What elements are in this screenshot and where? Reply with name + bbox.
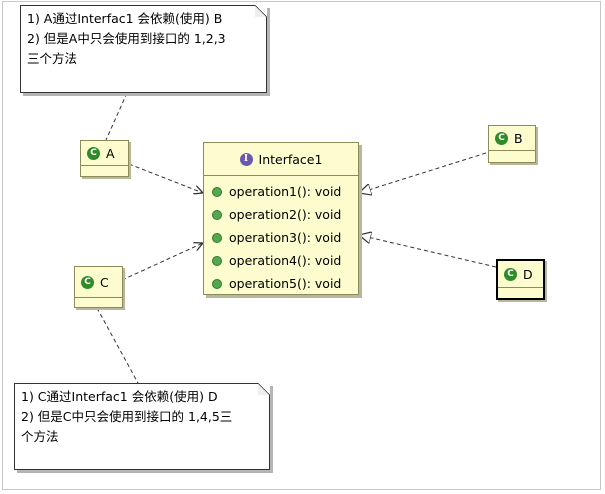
class-c-name: C xyxy=(100,274,109,290)
public-method-icon xyxy=(212,186,222,197)
class-b-header: C B xyxy=(489,126,535,151)
class-d-header: C D xyxy=(498,261,543,288)
operation-list: operation1(): void operation2(): void op… xyxy=(204,176,358,295)
realization-b-interface xyxy=(359,152,487,193)
operation-item[interactable]: operation4(): void xyxy=(204,249,358,272)
note-c-line-3: 个方法 xyxy=(21,429,59,444)
note-a-line-3: 三个方法 xyxy=(27,51,78,66)
class-a-header: C A xyxy=(81,141,128,166)
operation-label: operation4(): void xyxy=(229,253,342,268)
note-fold-icon xyxy=(258,383,270,395)
dependency-c-interface xyxy=(121,243,203,281)
class-a-name: A xyxy=(106,145,115,161)
interface-icon: I xyxy=(239,152,253,166)
note-a-anchor xyxy=(105,92,128,141)
note-c-line-1: 1) C通过Interfac1 会依赖(使用) D xyxy=(21,389,218,404)
note-a: 1) A通过Interfac1 会依赖(使用) B 2) 但是A中只会使用到接口… xyxy=(20,5,267,93)
operation-label: operation3(): void xyxy=(229,230,342,245)
interface-name: Interface1 xyxy=(258,151,323,167)
realization-d-interface xyxy=(359,235,497,268)
note-fold-icon xyxy=(255,5,267,17)
operation-item[interactable]: operation2(): void xyxy=(204,203,358,226)
class-a[interactable]: C A xyxy=(80,140,129,177)
class-c-header: C C xyxy=(75,267,122,298)
class-b[interactable]: C B xyxy=(488,125,536,163)
note-c-line-2: 2) 但是C中只会使用到接口的 1,4,5三 xyxy=(21,409,233,424)
note-a-line-2: 2) 但是A中只会使用到接口的 1,2,3 xyxy=(27,31,226,46)
dependency-a-interface xyxy=(128,163,203,193)
class-d[interactable]: C D xyxy=(496,259,545,300)
note-a-line-1: 1) A通过Interfac1 会依赖(使用) B xyxy=(27,11,223,26)
note-c: 1) C通过Interfac1 会依赖(使用) D 2) 但是C中只会使用到接口… xyxy=(14,383,270,470)
class-b-name: B xyxy=(514,130,523,146)
interface-header: I Interface1 xyxy=(204,143,358,176)
class-icon: C xyxy=(81,275,94,289)
class-d-name: D xyxy=(523,266,533,282)
operation-item[interactable]: operation1(): void xyxy=(204,180,358,203)
operation-label: operation2(): void xyxy=(229,207,342,222)
class-icon: C xyxy=(87,146,100,160)
operation-label: operation5(): void xyxy=(229,276,342,291)
interface-interface1[interactable]: I Interface1 operation1(): void operatio… xyxy=(203,142,359,295)
note-c-anchor xyxy=(96,307,139,384)
operation-item[interactable]: operation5(): void xyxy=(204,272,358,295)
public-method-icon xyxy=(212,255,222,266)
class-c[interactable]: C C xyxy=(74,266,123,308)
public-method-icon xyxy=(212,209,222,220)
public-method-icon xyxy=(212,232,222,243)
operation-label: operation1(): void xyxy=(229,184,342,199)
public-method-icon xyxy=(212,278,222,289)
class-icon: C xyxy=(504,267,517,281)
class-icon: C xyxy=(495,131,508,145)
operation-item[interactable]: operation3(): void xyxy=(204,226,358,249)
